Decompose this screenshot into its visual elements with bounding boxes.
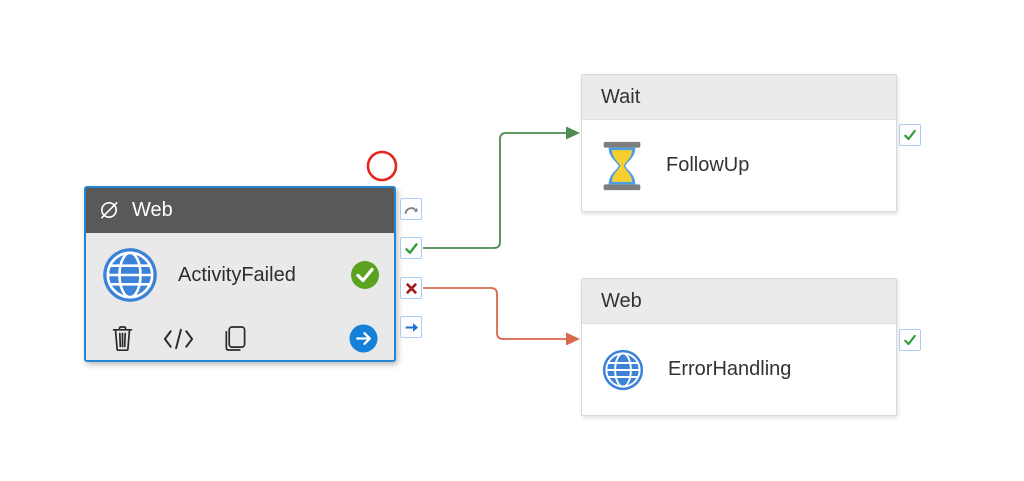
- check-icon: [404, 242, 418, 254]
- skip-arrow-icon: [404, 206, 418, 214]
- arrowhead-success: [566, 126, 580, 140]
- view-code-button[interactable]: [162, 328, 195, 350]
- activity-card-followup[interactable]: Wait FollowUp: [581, 74, 897, 212]
- port-skip[interactable]: [400, 198, 422, 220]
- activity-card-body: FollowUp: [582, 120, 896, 211]
- clone-button[interactable]: [222, 325, 247, 352]
- arrow-right-icon: [405, 322, 418, 332]
- port-success[interactable]: [400, 237, 422, 259]
- activity-type-label: Wait: [601, 85, 641, 108]
- hourglass-icon: [603, 141, 641, 190]
- copy-icon: [225, 326, 246, 351]
- activity-card-toolbar: [86, 317, 394, 360]
- activity-name: FollowUp: [666, 154, 750, 176]
- port-followup-success[interactable]: [899, 124, 921, 146]
- check-icon: [904, 334, 916, 346]
- add-action-button[interactable]: [349, 324, 378, 353]
- activity-name: ErrorHandling: [668, 358, 792, 380]
- activity-card-header: Web: [86, 188, 394, 233]
- arrow-right-circle-icon: [349, 324, 378, 353]
- code-icon: [163, 328, 194, 349]
- deactivated-icon: [100, 201, 118, 219]
- activity-card-header: Wait: [582, 75, 896, 120]
- activity-card-activityfailed[interactable]: Web ActivityFailed: [84, 186, 396, 362]
- activity-card-header: Web: [582, 279, 896, 324]
- port-failure[interactable]: [400, 277, 422, 299]
- activity-name: ActivityFailed: [178, 263, 296, 286]
- connector-failure[interactable]: [423, 287, 580, 346]
- check-icon: [904, 129, 916, 141]
- activity-card-body: ActivityFailed: [86, 233, 394, 317]
- annotation-red-circle: [366, 150, 398, 182]
- activity-type-label: Web: [601, 289, 642, 312]
- connector-success[interactable]: [423, 126, 580, 249]
- port-errorhandling-success[interactable]: [899, 329, 921, 351]
- web-activity-icon: [103, 248, 157, 302]
- globe-icon: [602, 349, 644, 390]
- activity-card-errorhandling[interactable]: Web ErrorHandling: [581, 278, 897, 416]
- delete-button[interactable]: [110, 325, 135, 352]
- x-icon: [405, 282, 417, 294]
- port-completion[interactable]: [400, 316, 422, 338]
- arrowhead-failure: [566, 332, 580, 346]
- status-success-badge: [351, 261, 379, 289]
- activity-card-body: ErrorHandling: [582, 324, 896, 415]
- trash-icon: [112, 326, 133, 352]
- activity-type-label: Web: [132, 199, 173, 221]
